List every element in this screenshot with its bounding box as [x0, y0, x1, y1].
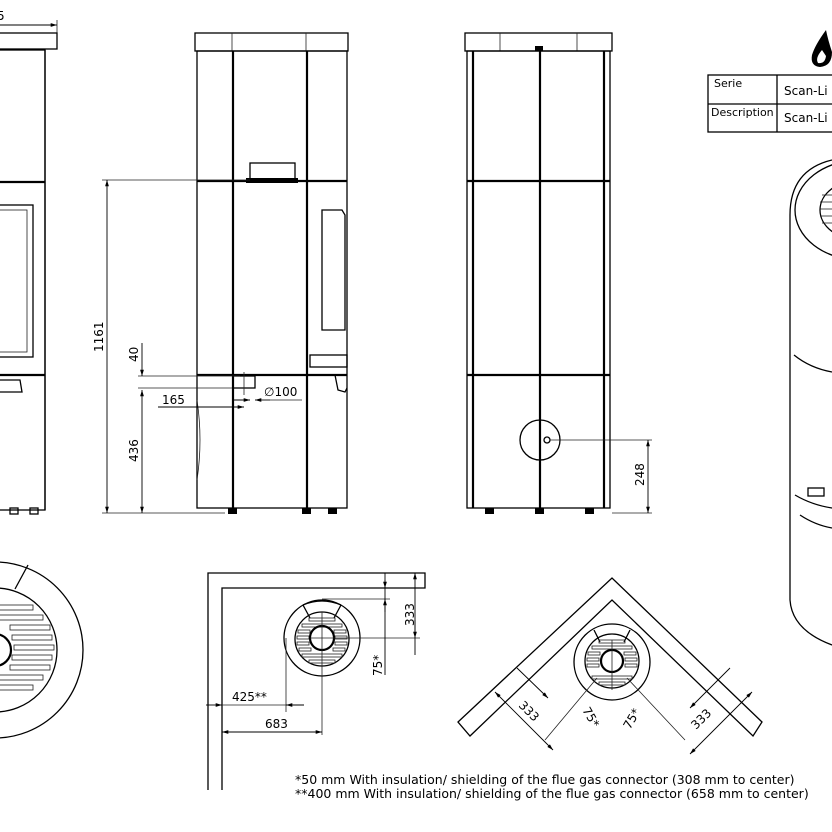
description-label: Description [711, 106, 774, 119]
dimension-flue-top: 40 [127, 347, 141, 362]
corner-placement-view: 333 75* 75* 333 [457, 577, 763, 755]
stove-top-corner [573, 623, 651, 701]
stove-top [283, 599, 361, 735]
dimension-corner-insulated-left: 75* [579, 705, 602, 730]
dimension-corner-left: 333 [516, 698, 542, 724]
dimension-wall-back: 425** [232, 690, 267, 704]
dimension-flue-diameter: ∅100 [264, 385, 297, 399]
serie-label: Serie [714, 77, 742, 90]
dimension-rear-flue: 248 [633, 463, 647, 486]
dimension-width: 5 [0, 9, 5, 23]
description-value: Scan-Li [784, 111, 828, 125]
feet [228, 508, 337, 514]
dimension-flue-side: 165 [162, 393, 185, 407]
footnote-single-star: *50 mm With insulation/ shielding of the… [295, 772, 795, 787]
title-block: Serie Scan-Li Description Scan-Li [707, 30, 832, 133]
dimension-corner-insulated-right: 75* [620, 706, 643, 731]
dimension-corner-right: 333 [688, 706, 714, 732]
footnotes: *50 mm With insulation/ shielding of the… [295, 772, 809, 801]
serie-value: Scan-Li [784, 84, 828, 98]
flame-logo [811, 30, 832, 67]
dimension-wall-side: 333 [403, 603, 417, 626]
front-view-left: 5 [0, 9, 58, 515]
footnote-double-star: **400 mm With insulation/ shielding of t… [295, 786, 809, 801]
top-view-left [0, 561, 84, 739]
dimension-wall-center: 683 [265, 717, 288, 731]
dimension-flue-height: 436 [127, 439, 141, 462]
side-view: 1161 40 436 165 ∅100 [92, 32, 349, 514]
dimension-total-height: 1161 [92, 321, 106, 352]
perspective-view [789, 159, 832, 646]
rear-view: 248 [464, 32, 652, 514]
wall-placement-view: 333 75* 425** 683 [206, 572, 426, 790]
dimension-wall-insulated: 75* [371, 655, 385, 676]
